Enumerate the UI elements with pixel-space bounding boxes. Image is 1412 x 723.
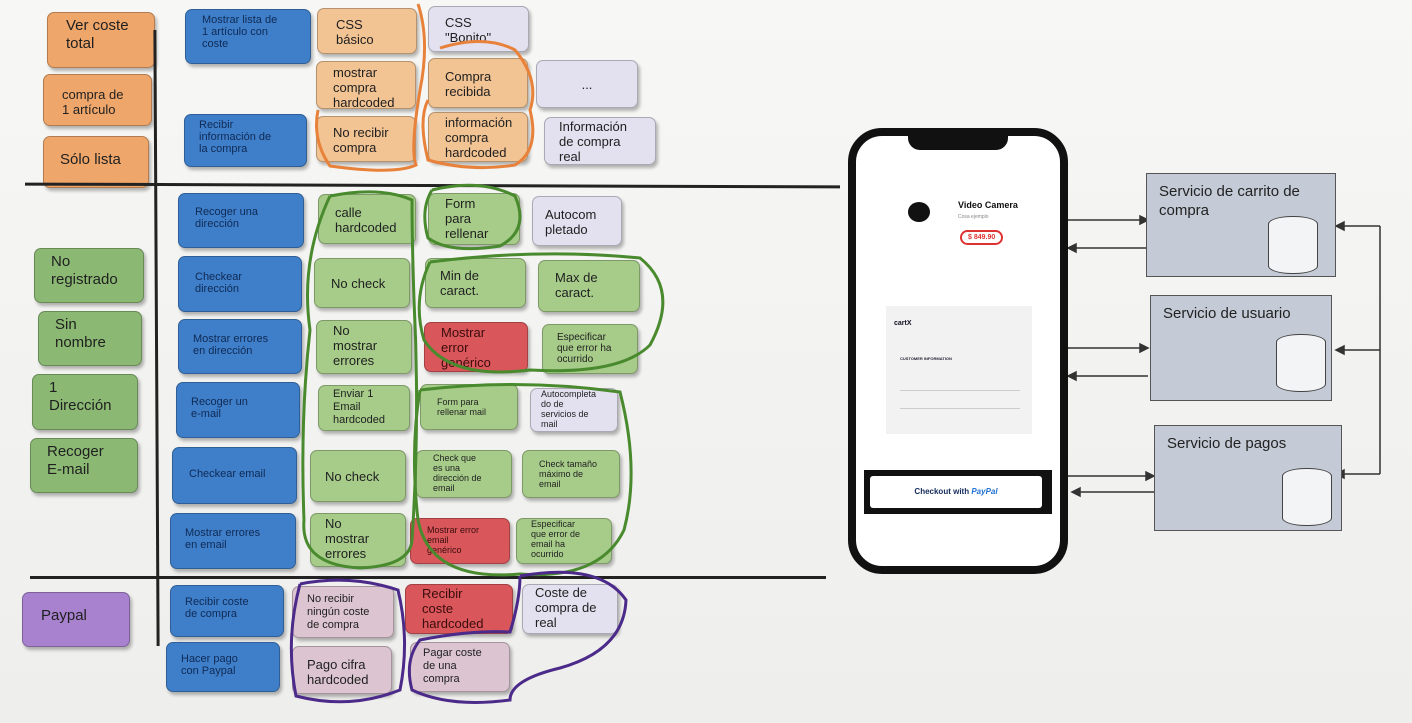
activity-recoger-direccion: Recoger una dirección (178, 193, 304, 248)
activity-checkear-email: Checkear email (172, 447, 297, 504)
form-field-1[interactable] (900, 380, 1020, 391)
task-autocompletado: Autocom pletado (532, 196, 622, 246)
task-mostrar-error-email-generico: Mostrar error email genérico (410, 518, 510, 564)
task-check-direccion-email: Check que es una dirección de email (416, 450, 512, 498)
task-no-recibir-coste: No recibir ningún coste de compra (292, 586, 394, 638)
checkout-bar: Checkout with PayPal (864, 470, 1052, 514)
database-icon-pagos (1282, 468, 1332, 526)
task-no-check-email: No check (310, 450, 406, 502)
goal-solo-lista: Sólo lista (43, 136, 149, 188)
task-ellipsis: ... (536, 60, 638, 108)
task-check-tamano-email: Check tamaño máximo de email (522, 450, 620, 498)
activity-recibir-coste: Recibir coste de compra (170, 585, 284, 637)
checkout-paypal-button[interactable]: Checkout with PayPal (870, 476, 1042, 508)
persona-1-direccion: 1 Dirección (32, 374, 138, 430)
price-badge: $ 849.90 (960, 230, 1004, 245)
activity-recoger-email: Recoger un e-mail (176, 382, 300, 438)
goal-compra-1-articulo: compra de 1 artículo (43, 74, 152, 126)
task-min-caract: Min de caract. (425, 258, 526, 308)
persona-paypal: Paypal (22, 592, 130, 647)
task-compra-recibida: Compra recibida (428, 58, 528, 108)
vertical-divider (153, 29, 160, 647)
checkout-form: cartX CUSTOMER INFORMATION (886, 306, 1032, 434)
task-no-mostrar-errores-email: No mostrar errores (310, 513, 406, 567)
task-calle-hardcoded: calle hardcoded (318, 194, 416, 244)
activity-recibir-informacion: Recibir información de la compra (184, 114, 307, 167)
task-max-caract: Max de caract. (538, 260, 640, 312)
phone-mockup: Video Camera Cosa ejemplo $ 849.90 cartX… (848, 128, 1068, 574)
task-mostrar-compra-hardcoded: mostrar compra hardcoded (316, 61, 416, 109)
horizontal-divider-bottom (30, 576, 826, 579)
horizontal-divider-top (24, 182, 841, 189)
task-no-mostrar-errores-direccion: No mostrar errores (316, 320, 412, 374)
service-carrito-label: Servicio de carrito de compra (1159, 183, 1300, 219)
form-field-2[interactable] (900, 398, 1020, 409)
activity-mostrar-errores-direccion: Mostrar errores en dirección (178, 319, 302, 374)
task-no-check-direccion: No check (314, 258, 410, 308)
activity-mostrar-errores-email: Mostrar errores en email (170, 513, 296, 569)
task-autocompletado-mail: Autocompleta do de servicios de mail (530, 388, 618, 432)
service-usuario-label: Servicio de usuario (1163, 305, 1291, 322)
phone-notch (908, 134, 1008, 150)
product-subtitle: Cosa ejemplo (958, 214, 989, 220)
service-pagos-label: Servicio de pagos (1167, 435, 1287, 452)
persona-sin-nombre: Sin nombre (38, 311, 142, 366)
task-recibir-coste-hardcoded: Recibir coste hardcoded (405, 584, 513, 634)
persona-no-registrado: No registrado (34, 248, 144, 303)
product-title: Video Camera (958, 200, 1018, 210)
activity-checkear-direccion: Checkear dirección (178, 256, 302, 312)
task-informacion-compra-hardcoded: información compra hardcoded (428, 112, 528, 162)
paypal-logo: PayPal (971, 487, 998, 496)
task-informacion-compra-real: Información de compra real (544, 117, 656, 165)
database-icon-usuario (1276, 334, 1326, 392)
task-form-rellenar-mail: Form para rellenar mail (420, 384, 518, 430)
customer-info-heading: CUSTOMER INFORMATION (900, 356, 952, 361)
task-pagar-coste-compra: Pagar coste de una compra (410, 642, 510, 692)
task-coste-compra-real: Coste de compra de real (522, 584, 618, 634)
task-no-recibir-compra: No recibir compra (316, 116, 416, 162)
checkout-label: Checkout with (914, 487, 970, 496)
green-loop-1 (301, 190, 419, 570)
database-icon-carrito (1268, 216, 1318, 274)
persona-recoger-email: Recoger E-mail (30, 438, 138, 493)
camera-icon (908, 202, 930, 222)
task-especificar-error-email: Especificar que error de email ha ocurri… (516, 518, 612, 564)
task-form-para-rellenar: Form para rellenar (428, 193, 520, 245)
task-pago-cifra-hardcoded: Pago cifra hardcoded (292, 646, 392, 694)
activity-mostrar-lista: Mostrar lista de 1 artículo con coste (185, 9, 311, 64)
task-css-basico: CSS básico (317, 8, 417, 54)
task-enviar-email-hardcoded: Enviar 1 Email hardcoded (318, 385, 410, 431)
task-mostrar-error-generico: Mostrar error genérico (424, 322, 528, 372)
goal-ver-coste-total: Ver coste total (47, 12, 155, 68)
brand-logo: cartX (894, 320, 912, 327)
task-especificar-error-direccion: Especificar que error ha ocurrido (542, 324, 638, 374)
task-css-bonito: CSS "Bonito" (428, 6, 529, 52)
activity-hacer-pago: Hacer pago con Paypal (166, 642, 280, 692)
